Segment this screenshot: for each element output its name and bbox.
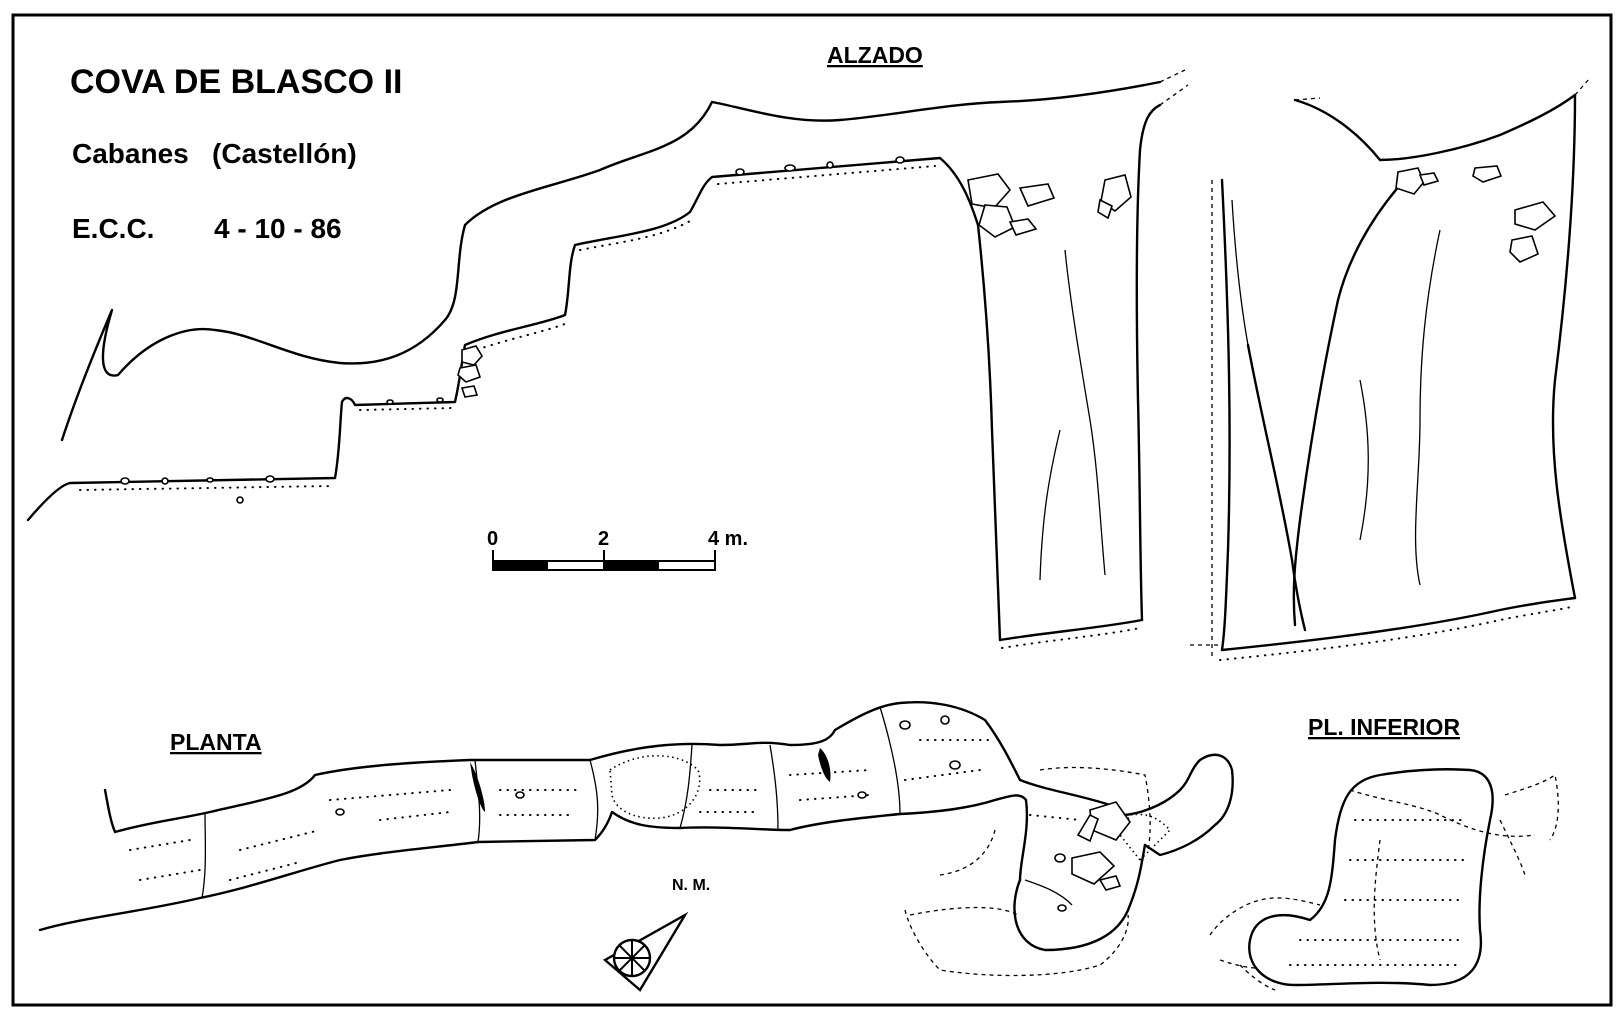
scale-tick-2: 2 [598, 528, 609, 550]
location-text: Cabanes (Castellón) [72, 138, 357, 169]
elevation-profile [26, 69, 1591, 661]
north-label: N. M. [672, 877, 710, 894]
elevation-label: ALZADO [827, 42, 923, 68]
lower-plan-view [1209, 768, 1559, 991]
survey-date: 4 - 10 - 86 [214, 213, 342, 244]
scale-tick-4: 4 m. [708, 528, 748, 550]
scale-bar: 0 2 4 m. [487, 528, 748, 571]
lower-plan-label: PL. INFERIOR [1308, 714, 1460, 740]
map-title: COVA DE BLASCO II [70, 63, 402, 101]
plan-label: PLANTA [170, 729, 262, 755]
plan-view [38, 700, 1234, 977]
scale-tick-0: 0 [487, 528, 498, 550]
survey-group: E.C.C. [72, 213, 154, 244]
north-arrow [602, 911, 689, 992]
sheet-frame [11, 13, 1613, 1007]
